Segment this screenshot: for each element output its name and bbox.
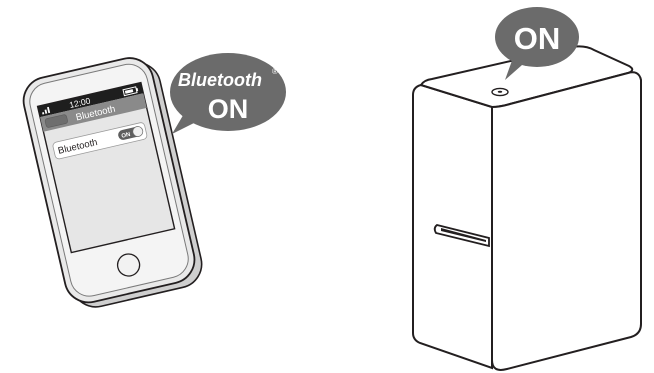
printer — [413, 46, 641, 370]
printer-side-face — [492, 72, 641, 370]
registered-mark: ® — [272, 67, 278, 76]
bubble-on-text: ON — [208, 94, 249, 124]
power-button[interactable] — [492, 88, 508, 95]
printer-on-text: ON — [514, 21, 561, 56]
printer-front-face — [413, 85, 492, 368]
bubble-bluetooth-text: Bluetooth — [178, 70, 262, 90]
bluetooth-on-bubble: Bluetooth ® ON — [170, 53, 286, 134]
